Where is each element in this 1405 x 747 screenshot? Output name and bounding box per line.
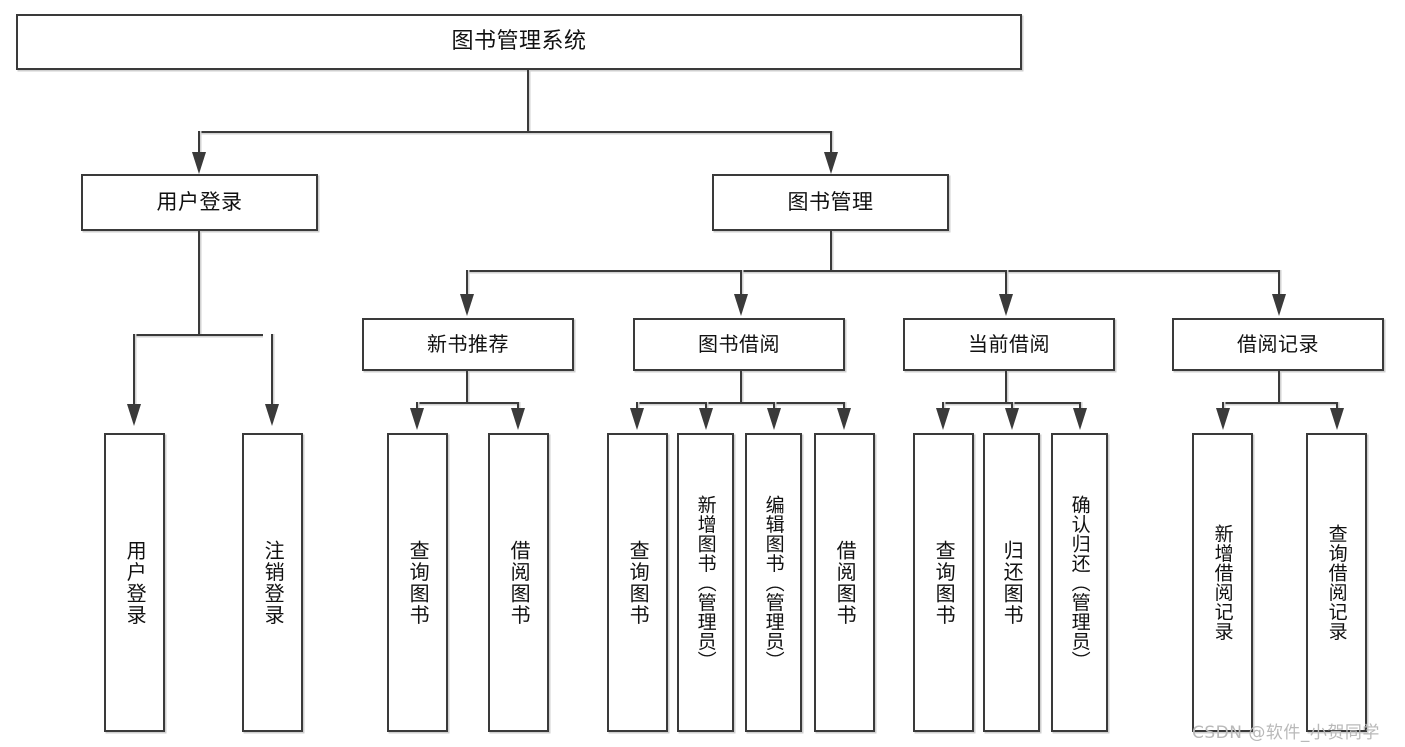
leaf-label: 新增图书（管理员） — [694, 494, 717, 671]
connector-bb-drop-2 — [705, 402, 707, 410]
leaf-label: 用户登录 — [123, 539, 148, 626]
leaf-user-login[interactable]: 用户登录 — [104, 433, 165, 732]
arrowhead-leaf-return-book — [1005, 408, 1019, 430]
leaf-label: 借阅图书 — [507, 539, 532, 626]
arrowhead-to-book-management — [824, 152, 838, 174]
leaf-query-book-new-recommend[interactable]: 查询图书 — [387, 433, 448, 732]
connector-cb-drop-2 — [1011, 402, 1013, 410]
leaf-add-borrow-record[interactable]: 新增借阅记录 — [1192, 433, 1253, 732]
connector-new-book-recommend-stem — [466, 371, 468, 403]
connector-nbr-drop-1 — [416, 402, 418, 410]
connector-book-borrow-bus — [636, 402, 844, 404]
node-label: 用户登录 — [156, 190, 243, 215]
arrowhead-to-borrow-record — [1272, 294, 1286, 316]
leaf-label: 确认归还（管理员） — [1068, 494, 1091, 671]
leaf-label: 归还图书 — [1000, 539, 1025, 626]
connector-to-borrow-record — [1278, 270, 1280, 296]
leaf-label: 查询图书 — [626, 539, 651, 626]
leaf-confirm-return[interactable]: 确认归还（管理员） — [1051, 433, 1108, 732]
connector-new-book-recommend-bus — [416, 402, 518, 404]
arrowhead-leaf-confirm-return — [1073, 408, 1087, 430]
arrowhead-leaf-query-record — [1330, 408, 1344, 430]
connector-bb-drop-4 — [843, 402, 845, 410]
node-label: 图书管理 — [787, 190, 874, 215]
arrowhead-to-user-login — [192, 152, 206, 174]
connector-bb-drop-1 — [636, 402, 638, 410]
connector-to-new-book-recommend — [466, 270, 468, 296]
arrowhead-leaf-user-login — [127, 404, 141, 426]
node-current-borrow[interactable]: 当前借阅 — [903, 318, 1115, 371]
arrowhead-leaf-query-book-2 — [630, 408, 644, 430]
connector-cb-drop-1 — [942, 402, 944, 410]
connector-borrow-record-stem — [1278, 371, 1280, 403]
connector-borrow-record-bus — [1222, 402, 1336, 404]
node-root-book-management-system[interactable]: 图书管理系统 — [16, 14, 1022, 70]
arrowhead-to-book-borrow — [734, 294, 748, 316]
arrowhead-leaf-borrow-book-1 — [511, 408, 525, 430]
connector-level2-bus — [198, 131, 830, 133]
connector-bb-drop-3 — [773, 402, 775, 410]
connector-user-login-stem — [198, 231, 200, 335]
arrowhead-leaf-add-book — [699, 408, 713, 430]
connector-to-book-borrow — [740, 270, 742, 296]
connector-book-management-stem — [830, 231, 832, 271]
connector-to-user-login — [198, 131, 200, 154]
arrowhead-leaf-query-book-3 — [936, 408, 950, 430]
leaf-query-book-current[interactable]: 查询图书 — [913, 433, 974, 732]
leaf-label: 新增借阅记录 — [1211, 524, 1234, 641]
node-label: 新书推荐 — [427, 332, 509, 356]
connector-user-login-left-drop — [133, 334, 135, 406]
node-book-management[interactable]: 图书管理 — [712, 174, 949, 231]
leaf-label: 查询图书 — [406, 539, 431, 626]
leaf-label: 借阅图书 — [833, 539, 858, 626]
leaf-return-book[interactable]: 归还图书 — [983, 433, 1040, 732]
leaf-borrow-book-borrow[interactable]: 借阅图书 — [814, 433, 875, 732]
node-user-login[interactable]: 用户登录 — [81, 174, 318, 231]
leaf-query-book-borrow[interactable]: 查询图书 — [607, 433, 668, 732]
leaf-borrow-book-new-recommend[interactable]: 借阅图书 — [488, 433, 549, 732]
leaf-label: 编辑图书（管理员） — [762, 494, 785, 671]
leaf-add-book[interactable]: 新增图书（管理员） — [677, 433, 734, 732]
connector-user-login-right-drop — [271, 334, 273, 406]
node-new-book-recommend[interactable]: 新书推荐 — [362, 318, 574, 371]
leaf-edit-book[interactable]: 编辑图书（管理员） — [745, 433, 802, 732]
leaf-label: 查询图书 — [932, 539, 957, 626]
arrowhead-leaf-borrow-book-2 — [837, 408, 851, 430]
leaf-user-logout[interactable]: 注销登录 — [242, 433, 303, 732]
node-label: 借阅记录 — [1237, 332, 1319, 356]
arrowhead-leaf-add-record — [1216, 408, 1230, 430]
arrowhead-leaf-user-logout — [265, 404, 279, 426]
node-label: 图书借阅 — [698, 332, 780, 356]
connector-root-stem — [527, 70, 529, 132]
connector-br-drop-1 — [1222, 402, 1224, 410]
leaf-label: 查询借阅记录 — [1325, 524, 1348, 641]
node-book-borrow[interactable]: 图书借阅 — [633, 318, 845, 371]
leaf-label: 注销登录 — [261, 539, 286, 626]
arrowhead-to-current-borrow — [999, 294, 1013, 316]
node-borrow-record[interactable]: 借阅记录 — [1172, 318, 1384, 371]
node-label: 当前借阅 — [968, 332, 1050, 356]
connector-user-login-bus — [133, 334, 263, 336]
arrowhead-leaf-edit-book — [767, 408, 781, 430]
leaf-query-borrow-record[interactable]: 查询借阅记录 — [1306, 433, 1367, 732]
connector-cb-drop-3 — [1079, 402, 1081, 410]
connector-br-drop-2 — [1336, 402, 1338, 410]
connector-nbr-drop-2 — [517, 402, 519, 410]
connector-book-borrow-stem — [740, 371, 742, 403]
arrowhead-leaf-query-book-1 — [410, 408, 424, 430]
connector-level3-bus — [466, 270, 1278, 272]
node-label: 图书管理系统 — [451, 29, 587, 55]
connector-to-book-management — [830, 131, 832, 154]
arrowhead-to-new-book-recommend — [460, 294, 474, 316]
connector-current-borrow-stem — [1005, 371, 1007, 403]
connector-to-current-borrow — [1005, 270, 1007, 296]
